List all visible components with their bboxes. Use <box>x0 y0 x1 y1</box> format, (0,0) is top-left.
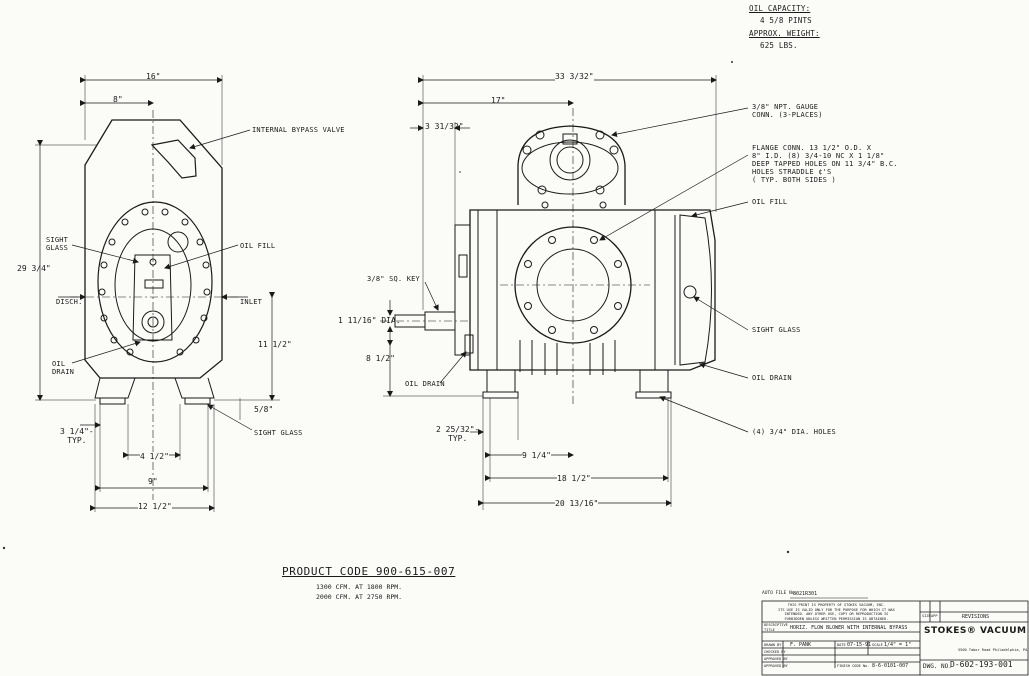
title-label: DESCRIPTIVE TITLE <box>764 623 788 632</box>
rev-app-label: APP <box>931 614 938 618</box>
finish-code-label: FINISH CODE No. <box>837 664 870 668</box>
dim-1-11: 1 11/16" DIA. <box>338 316 401 325</box>
dim-five-eighths: 5/8" <box>254 405 274 414</box>
right-oil-fill-label: OIL FILL <box>752 198 788 206</box>
checked-by-label: CHECKED BY <box>764 650 786 654</box>
dim-half-width: 8" <box>113 95 123 104</box>
company-logo: STOKES® VACUUM <box>924 626 1027 636</box>
dim-4-5: 4 1/2" <box>140 452 169 461</box>
right-side-view <box>380 75 749 510</box>
cad-file-number: 8021R301 <box>793 591 818 597</box>
date-value: 07-15-91 <box>847 642 872 648</box>
dim-12-5: 12 1/2" <box>138 502 172 511</box>
dwg-no-value: D-602-193-001 <box>950 660 1013 669</box>
dim-overall: 33 3/32" <box>555 72 594 81</box>
approved-by-2-label: APPROVED BY <box>764 664 788 668</box>
drawn-by-label: DRAWN BY <box>764 643 782 647</box>
property-notice: THIS PRINT IS PROPERTY OF STOKES VACUUM,… <box>778 603 895 621</box>
dim-9-25: 9 1/4" <box>522 451 551 460</box>
dim-3-31: 3 31/32" <box>425 122 464 131</box>
revisions-label: REVISIONS <box>962 614 990 620</box>
product-line-1: 1300 CFM. AT 1800 RPM. <box>316 583 403 591</box>
date-label: DATE <box>837 643 846 647</box>
left-oil-drain-label: OIL DRAIN <box>52 360 75 376</box>
sq-key-label: 3/8" SQ. KEY <box>367 275 420 283</box>
print-specks <box>2 61 790 554</box>
dim-17: 17" <box>491 96 506 105</box>
product-line-2: 2000 CFM. AT 2750 RPM. <box>316 593 403 601</box>
dim-20-13: 20 13/16" <box>555 499 599 508</box>
company-address: 5500 Tabor Road Philadelphia, PA <box>958 648 1028 652</box>
weight-label: APPROX. WEIGHT: <box>749 29 820 38</box>
drawing-title: HORIZ. FLOW BLOWER WITH INTERNAL BYPASS <box>790 625 908 631</box>
dim-9: 9" <box>148 477 158 486</box>
holes-label: (4) 3/4" DIA. HOLES <box>752 428 836 436</box>
left-end-view <box>35 75 280 512</box>
right-oil-drain-left-label: OIL DRAIN <box>405 380 445 388</box>
dim-8-5: 8 1/2" <box>366 354 395 363</box>
cad-file-label: AUTO FILE No. <box>762 591 798 596</box>
dim-width: 16" <box>146 72 161 81</box>
dim-height: 29 3/4" <box>17 264 51 273</box>
weight-value: 625 LBS. <box>760 41 798 50</box>
finish-code-value: 8-6-0101-007 <box>872 663 909 669</box>
oil-capacity-value: 4 5/8 PINTS <box>760 16 812 25</box>
dim-18-5: 18 1/2" <box>557 474 591 483</box>
drawn-by-value: F. PANK <box>790 642 812 648</box>
left-bolt-holes <box>98 208 211 356</box>
dim-inlet-height: 11 1/2" <box>258 340 292 349</box>
rev-size-label: SIZE <box>922 614 931 618</box>
dim-foot: 3 1/4"- TYP. <box>60 427 94 445</box>
right-oil-drain-right-label: OIL DRAIN <box>752 374 792 382</box>
dwg-no-label: DWG. NO. <box>923 663 952 670</box>
sight-glass-bottom-label: SIGHT GLASS <box>254 429 303 437</box>
scale-value: 1/4" = 1" <box>884 642 912 648</box>
flange-conn-label: FLANGE CONN. 13 1/2" O.D. X 8" I.D. (8) … <box>752 144 898 184</box>
sight-glass-top-label: SIGHT GLASS <box>46 236 69 252</box>
scale-label: SCALE <box>872 643 883 647</box>
disch-label: DISCH. <box>56 298 83 306</box>
oil-capacity-label: OIL CAPACITY: <box>749 4 811 13</box>
approved-by-label: APPROVED BY <box>764 657 788 661</box>
product-code: PRODUCT CODE 900-615-007 <box>282 565 456 578</box>
dim-2-25: 2 25/32"- TYP. <box>436 425 480 443</box>
right-flange-bolts <box>524 236 622 334</box>
bypass-valve-label: INTERNAL BYPASS VALVE <box>252 126 345 134</box>
inlet-label: INLET <box>240 298 263 306</box>
gauge-conn-label: 3/8" NPT. GAUGE CONN. (3-PLACES) <box>752 103 823 119</box>
right-sight-glass-label: SIGHT GLASS <box>752 326 801 334</box>
left-oil-fill-label: OIL FILL <box>240 242 276 250</box>
title-block-frame <box>761 597 1029 676</box>
